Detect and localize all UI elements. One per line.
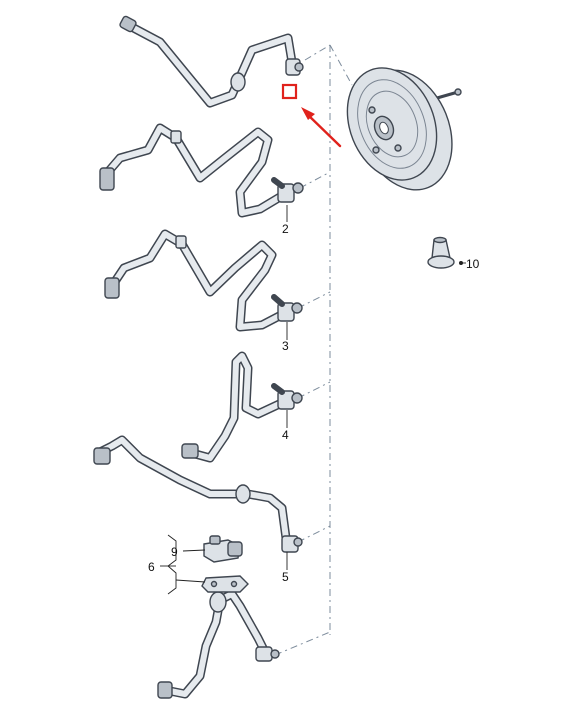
callout-6: 6: [148, 560, 155, 574]
brake-booster: [346, 67, 462, 191]
vacuum-hose-4: [181, 351, 303, 463]
callout-3: 3: [282, 339, 289, 353]
leader-lines: [160, 205, 466, 595]
callout-10: 10: [466, 257, 480, 271]
callout-2: 2: [282, 222, 289, 236]
vacuum-hose-assembly-6: [157, 589, 280, 699]
vacuum-hose-2: [99, 123, 304, 218]
callout-5: 5: [282, 570, 289, 584]
bracket: [201, 575, 249, 593]
vacuum-hose-1: [119, 15, 304, 108]
pressure-sensor: [203, 535, 243, 563]
highlight-box: [281, 83, 298, 100]
vacuum-hose-5: [93, 435, 303, 553]
highlight-arrow: [301, 107, 342, 148]
vacuum-hose-3: [104, 229, 303, 332]
callout-4: 4: [282, 428, 289, 442]
assembly-lines: [274, 44, 353, 656]
rubber-cap: [427, 236, 463, 269]
callout-9: 9: [171, 545, 178, 559]
